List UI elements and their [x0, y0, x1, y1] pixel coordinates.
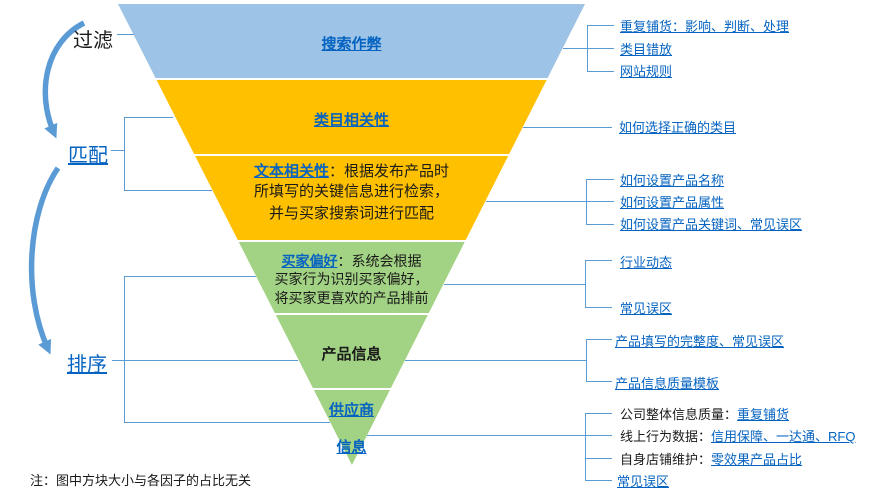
bracket-buyer-preference-b1	[585, 260, 612, 261]
bracket-supplier-info-b3	[585, 458, 612, 459]
connector-product-info-in	[405, 360, 586, 361]
link-row-category-misplaced: 类目错放	[620, 39, 672, 58]
funnel-band-category-relevance	[118, 80, 585, 154]
connector-match-stub	[111, 150, 124, 151]
link-row-company-quality: 公司整体信息质量：重复铺货	[620, 404, 789, 423]
label-supplier-info-line2[interactable]: 信息	[336, 439, 367, 456]
bracket-match-vertical	[124, 117, 125, 191]
bracket-text-relevance-b3	[586, 224, 614, 225]
link-choose-category[interactable]: 如何选择正确的类目	[619, 120, 737, 135]
link-dup-listing[interactable]: 重复铺货：影响、判断、处理	[620, 19, 790, 34]
bracket-supplier-info-vertical	[585, 413, 586, 481]
label-buyer-preference-rest: ：系统会根据	[337, 253, 422, 269]
label-buyer-preference-line1: 买家偏好：系统会根据	[118, 251, 585, 271]
link-common-mistakes-1[interactable]: 常见误区	[620, 301, 673, 316]
link-row-choose-category: 如何选择正确的类目	[619, 117, 736, 136]
bracket-match-top-branch	[124, 117, 173, 118]
stage-label-match[interactable]: 匹配	[68, 145, 108, 167]
footnote: 注：图中方块大小与各因子的占比无关	[30, 473, 252, 488]
label-text-relevance-link[interactable]: 文本相关性	[253, 163, 329, 180]
bracket-search-cheating-b1	[587, 25, 614, 26]
connector-text-relevance-in	[486, 201, 586, 202]
link-row-dup-listing: 重复铺货：影响、判断、处理	[620, 16, 789, 35]
label-text-relevance-line1: 文本相关性：根据发布产品时	[118, 160, 585, 181]
bracket-supplier-info-b2	[585, 435, 612, 436]
link-category-misplaced[interactable]: 类目错放	[620, 42, 673, 57]
label-buyer-preference-line2: 买家行为识别买家偏好，	[274, 271, 429, 287]
bracket-supplier-info-b1	[585, 413, 612, 414]
link-product-name[interactable]: 如何设置产品名称	[620, 173, 725, 188]
connector-category-relevance	[523, 127, 612, 128]
link-prefix-company-quality: 公司整体信息质量：	[620, 407, 738, 422]
label-text-relevance-line2: 所填写的关键信息进行检索，	[253, 183, 449, 200]
link-completeness[interactable]: 产品填写的完整度、常见误区	[615, 334, 785, 349]
link-quality-template[interactable]: 产品信息质量模板	[615, 376, 720, 391]
funnel-band-search-cheating	[118, 4, 585, 78]
link-site-rules[interactable]: 网站规则	[620, 64, 673, 79]
link-row-completeness: 产品填写的完整度、常见误区	[615, 331, 784, 350]
connector-filter-dash	[117, 34, 134, 35]
label-supplier-info-line1[interactable]: 供应商	[328, 402, 374, 419]
link-common-mistakes-2[interactable]: 常见误区	[617, 474, 670, 489]
link-prefix-store-maintenance: 自身店铺维护：	[620, 452, 712, 467]
link-dup-listing-2[interactable]: 重复铺货	[737, 407, 790, 422]
bracket-match-bottom-branch	[124, 190, 212, 191]
link-prefix-online-behavior: 线上行为数据：	[620, 429, 712, 444]
link-industry-trends[interactable]: 行业动态	[620, 255, 673, 270]
connector-buyer-preference-in	[444, 284, 585, 285]
bracket-product-info-vertical	[586, 339, 587, 382]
bracket-rank-top-branch	[124, 276, 256, 277]
link-zero-effect-products[interactable]: 零效果产品占比	[711, 452, 803, 467]
link-row-product-keywords: 如何设置产品关键词、常见误区	[620, 214, 802, 233]
label-category-relevance[interactable]: 类目相关性	[313, 112, 389, 129]
link-row-store-maintenance: 自身店铺维护：零效果产品占比	[620, 449, 802, 468]
link-row-product-name: 如何设置产品名称	[620, 170, 724, 189]
label-product-info: 产品信息	[321, 346, 382, 363]
bracket-rank-bottom-branch	[124, 422, 330, 423]
stage-label-rank[interactable]: 排序	[67, 354, 107, 376]
bracket-search-cheating-b2	[587, 48, 614, 49]
bracket-text-relevance-vertical	[586, 179, 587, 225]
bracket-buyer-preference-b2	[585, 307, 612, 308]
stage-label-filter: 过滤	[73, 30, 113, 52]
bracket-product-info-b2	[586, 381, 612, 382]
bracket-product-info-b1	[586, 339, 612, 340]
bracket-buyer-preference-vertical	[585, 260, 586, 308]
link-row-online-behavior: 线上行为数据：信用保障、一达通、RFQ	[620, 426, 855, 445]
link-trade-assurance[interactable]: 信用保障、一达通、RFQ	[711, 429, 856, 444]
link-product-attributes[interactable]: 如何设置产品属性	[620, 195, 725, 210]
link-row-common-mistakes-1: 常见误区	[620, 298, 672, 317]
label-text-relevance-rest: ：根据发布产品时	[329, 163, 450, 180]
link-row-common-mistakes-2: 常见误区	[617, 471, 669, 490]
link-row-industry-trends: 行业动态	[620, 252, 672, 271]
link-product-keywords[interactable]: 如何设置产品关键词、常见误区	[620, 217, 803, 232]
link-row-quality-template: 产品信息质量模板	[615, 373, 719, 392]
bracket-text-relevance-b1	[586, 179, 614, 180]
connector-supplier-info-in	[367, 435, 585, 436]
label-search-cheating[interactable]: 搜索作弊	[321, 36, 382, 53]
link-row-product-attributes: 如何设置产品属性	[620, 192, 724, 211]
funnel-labels: 搜索作弊 类目相关性 文本相关性：根据发布产品时 所填写的关键信息进行检索， 并…	[118, 4, 585, 465]
link-row-site-rules: 网站规则	[620, 61, 672, 80]
connector-search-cheating-in	[563, 48, 587, 49]
label-buyer-preference-link[interactable]: 买家偏好	[281, 253, 338, 269]
bracket-rank-middle-branch	[112, 360, 298, 361]
bracket-rank-vertical	[124, 276, 125, 423]
bracket-text-relevance-b2	[586, 201, 614, 202]
curved-arrow-match-to-rank	[28, 166, 61, 355]
bracket-supplier-info-b4	[585, 480, 612, 481]
label-text-relevance-line3: 并与买家搜索词进行匹配	[268, 205, 434, 222]
label-buyer-preference-line3: 将买家更喜欢的产品排前	[274, 290, 429, 306]
bracket-search-cheating-b3	[587, 71, 614, 72]
